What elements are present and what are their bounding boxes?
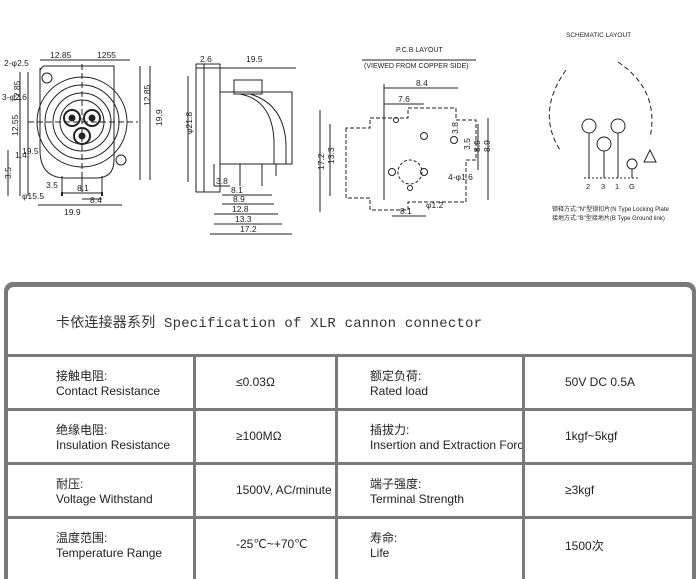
dim-side-5: 8.9 [233, 194, 245, 204]
spec-value: 1kgf~5kgf [565, 429, 618, 443]
spec-value-cell: 50V DC 0.5A [525, 357, 692, 408]
dim-pcb-9: 8.1 [400, 206, 412, 216]
dim-front-0: 2-φ2.5 [4, 58, 29, 68]
dim-front-8: 19.5 [22, 146, 39, 156]
pin-label-0: 2 [586, 182, 590, 191]
spec-label-zh: 接触电阻: [56, 369, 108, 383]
spec-value-cell: 1kgf~5kgf [525, 411, 692, 462]
dim-front-14: 12.85 [142, 84, 152, 106]
spec-label-zh: 耐压: [56, 477, 84, 491]
dim-pcb-4: 8.9 [472, 140, 482, 152]
pin-label-3: G [629, 182, 635, 191]
dim-side-8: 17.2 [240, 224, 257, 234]
spec-label-en: Temperature Range [56, 546, 163, 560]
spec-label-en: Voltage Withstand [56, 492, 153, 506]
dim-side-0: 2.6 [200, 54, 212, 64]
spec-label-cell: 温度范围: Temperature Range [8, 519, 193, 579]
spec-label-zh: 温度范围: [56, 531, 108, 545]
dim-front-13: 19.9 [64, 207, 81, 217]
dim-front-15: 19.9 [154, 109, 164, 126]
dim-side-3: 3.8 [216, 176, 228, 186]
side-view [187, 63, 296, 235]
dim-front-9: 8.1 [77, 183, 89, 193]
spec-label-cell: 接触电阻: Contact Resistance [8, 357, 193, 408]
pcb-layout [319, 59, 489, 217]
dim-front-7: 3.5 [3, 167, 13, 179]
dim-pcb-8: 4-φ1.6 [448, 172, 473, 182]
spec-table: 卡依连接器系列 Specification of XLR cannon conn… [4, 282, 696, 579]
spec-value: 1500V, AC/minute [236, 483, 332, 497]
spec-label-cell: 寿命: Life [338, 519, 522, 579]
spec-label-cell: 端子强度: Terminal Strength [338, 465, 522, 516]
spec-value-cell: ≥100MΩ [196, 411, 335, 462]
front-view [7, 59, 151, 206]
spec-label-en: Terminal Strength [370, 492, 465, 506]
pin-label-2: 1 [615, 182, 619, 191]
pcb-title: P.C.B LAYOUT [396, 47, 444, 54]
dim-side-7: 13.3 [235, 214, 252, 224]
spec-value: 50V DC 0.5A [565, 375, 636, 389]
spec-label-zh: 绝缘电阻: [56, 423, 108, 437]
dim-front-2: 1255 [97, 50, 116, 60]
spec-label-zh: 额定负荷: [370, 369, 422, 383]
dim-pcb-7: 8.9 [482, 140, 492, 152]
spec-value-cell: 1500V, AC/minute [196, 465, 335, 516]
dim-side-2: φ21.8 [184, 112, 194, 134]
dim-front-10: 8.4 [90, 195, 102, 205]
spec-label-zh: 插拔力: [370, 423, 410, 437]
dim-pcb-3: 3.5 [462, 138, 472, 150]
spec-value: ≥3kgf [565, 483, 595, 497]
spec-label-en: Life [370, 546, 390, 560]
spec-value: 1500次 [565, 539, 604, 553]
spec-value: ≤0.03Ω [236, 375, 275, 389]
spec-label-zh: 端子强度: [370, 477, 422, 491]
dim-front-1: 12.85 [50, 50, 72, 60]
schematic-note-b: 接地方式:"B"型接地片(B Type Ground link) [552, 214, 665, 222]
spec-title-cell: 卡依连接器系列 Specification of XLR cannon conn… [8, 287, 692, 354]
spec-label-en: Insertion and Extraction Force [370, 438, 522, 452]
spec-value-cell: ≤0.03Ω [196, 357, 335, 408]
schematic-title: SCHEMATIC LAYOUT [566, 32, 631, 39]
spec-label-en: Contact Resistance [56, 384, 161, 398]
spec-label-en: Rated load [370, 384, 429, 398]
pcb-subtitle: (VIEWED FROM COPPER SIDE) [364, 63, 469, 70]
dim-front-5: 12.55 [10, 114, 20, 136]
spec-label-zh: 寿命: [370, 531, 398, 545]
schematic-layout [548, 61, 657, 179]
dim-pcb-0: 8.4 [416, 78, 428, 88]
dim-front-4: 3-φ2.6 [2, 92, 27, 102]
schematic-note-n: 锁释方式:"N"型锁扣片(N Type Locking Plate [552, 205, 670, 213]
spec-label-cell: 额定负荷: Rated load [338, 357, 522, 408]
spec-label-cell: 耐压: Voltage Withstand [8, 465, 193, 516]
dim-pcb-6: 13.3 [326, 147, 336, 164]
dim-side-6: 12.8 [232, 204, 249, 214]
dim-front-6: 1.4 [15, 150, 27, 160]
spec-value: -25℃~+70℃ [236, 537, 308, 551]
spec-value-cell: ≥3kgf [525, 465, 692, 516]
dim-front-3: 12.85 [12, 80, 22, 102]
spec-title: 卡依连接器系列 Specification of XLR cannon conn… [56, 316, 483, 332]
dim-pcb-1: 7.6 [398, 94, 410, 104]
spec-label-cell: 插拔力: Insertion and Extraction Force [338, 411, 522, 462]
dim-front-11: 3.5 [46, 180, 58, 190]
spec-label-cell: 绝缘电阻: Insulation Resistance [8, 411, 193, 462]
dim-pcb-2: 3.8 [450, 122, 460, 134]
spec-value: ≥100MΩ [236, 429, 282, 443]
dim-front-12: φ15.5 [22, 191, 44, 201]
dim-side-4: 8.1 [231, 185, 243, 195]
spec-label-en: Insulation Resistance [56, 438, 171, 452]
dim-side-1: 19.5 [246, 54, 263, 64]
dim-pcb-10: φ1.2 [426, 200, 444, 210]
technical-drawing: 2-φ2.5 12.85 1255 12.85 3-φ2.6 12.55 1.4… [2, 32, 670, 235]
dim-pcb-5: 17.2 [316, 153, 326, 170]
spec-value-cell: 1500次 [525, 519, 692, 579]
spec-value-cell: -25℃~+70℃ [196, 519, 335, 579]
pin-label-1: 3 [601, 182, 605, 191]
